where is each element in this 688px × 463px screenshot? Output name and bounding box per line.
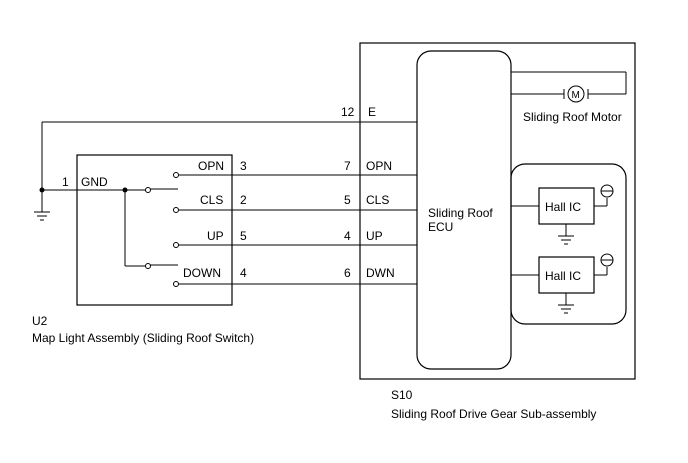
- signal-wires: [232, 174, 417, 285]
- switch-pin-down: 4: [240, 266, 247, 280]
- motor-circuit: M Sliding Roof Motor: [511, 71, 627, 124]
- hall-ic-1-label: Hall IC: [545, 200, 581, 214]
- motor-label: Sliding Roof Motor: [523, 110, 622, 124]
- ecu-pin-opn-label: OPN: [366, 159, 392, 173]
- ecu-pin-opn-number: 7: [344, 159, 351, 173]
- hall-ic-2-label: Hall IC: [545, 269, 581, 283]
- switch-gnd-label: GND: [81, 175, 108, 189]
- ground-icon: [558, 235, 574, 245]
- drive-gear-box: [359, 42, 636, 380]
- ecu-pin-e-number: 12: [341, 105, 355, 119]
- ground-icon: [34, 211, 50, 221]
- switch-assembly-box: [76, 154, 233, 306]
- switch-assembly-code: U2: [32, 314, 48, 328]
- switch-pin-up: 5: [240, 229, 247, 243]
- motor-icon: [567, 85, 585, 103]
- switch-internal: [77, 172, 232, 287]
- motor-symbol: M: [572, 90, 580, 101]
- switch-label-down: DOWN: [183, 266, 221, 280]
- switch-pin-opn: 3: [240, 159, 247, 173]
- switch-label-cls: CLS: [200, 193, 223, 207]
- ecu-pin-cls-label: CLS: [366, 193, 389, 207]
- ecu-label-line2: ECU: [428, 220, 453, 234]
- ecu-pin-up-label: UP: [366, 229, 383, 243]
- ground-wire: [34, 121, 417, 221]
- ecu-pin-e-label: E: [368, 105, 376, 119]
- ecu-pin-up-number: 4: [344, 229, 351, 243]
- ecu-pin-dwn-number: 6: [344, 266, 351, 280]
- ground-icon: [558, 304, 574, 314]
- switch-assembly-name: Map Light Assembly (Sliding Roof Switch): [32, 331, 254, 345]
- drive-gear-code: S10: [391, 388, 413, 402]
- switch-label-opn: OPN: [198, 159, 224, 173]
- drive-gear-name: Sliding Roof Drive Gear Sub-assembly: [391, 407, 596, 421]
- switch-gnd-pin: 1: [62, 175, 69, 189]
- hall-ic-section: Hall IC Hall IC: [510, 163, 627, 325]
- ecu-pin-dwn-label: DWN: [366, 266, 395, 280]
- switch-pin-cls: 2: [240, 193, 247, 207]
- ecu-label-line1: Sliding Roof: [428, 206, 493, 220]
- switch-label-up: UP: [207, 229, 224, 243]
- ecu-pin-cls-number: 5: [344, 193, 351, 207]
